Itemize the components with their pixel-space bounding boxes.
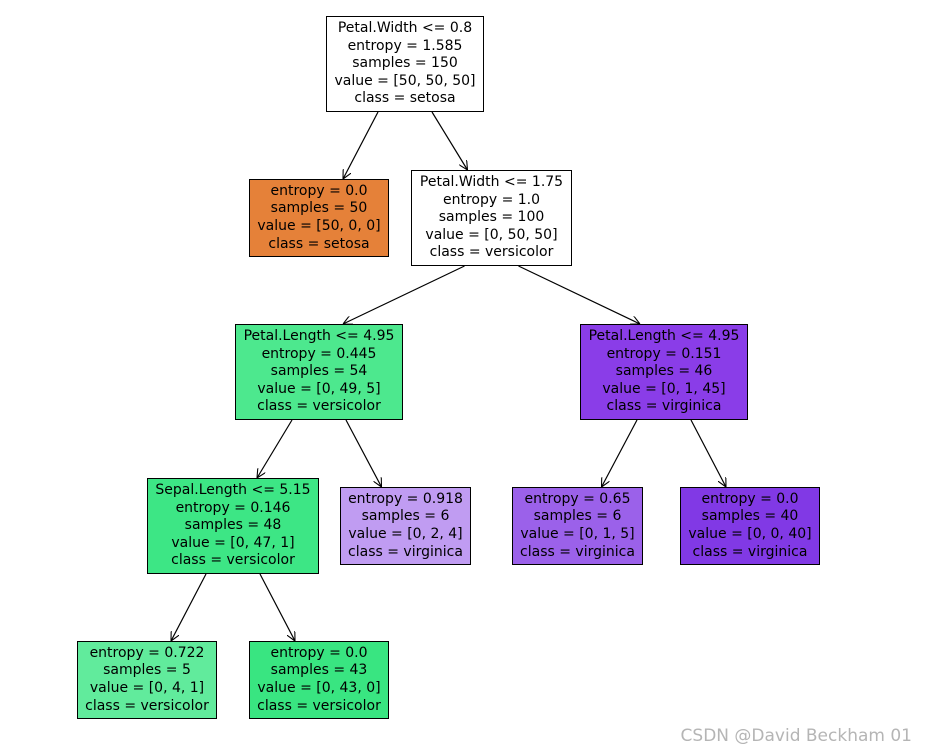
node-text-line: value = [0, 50, 50] [425,226,558,243]
node-text-line: entropy = 1.0 [442,191,541,208]
tree-edge [259,573,295,641]
node-text-line: entropy = 0.0 [701,490,799,507]
node-text-line: entropy = 0.918 [348,490,463,507]
tree-edge [343,111,379,179]
node-text-line: class = setosa [268,235,370,252]
node-text-line: class = versicolor [257,697,381,714]
node-text-line: value = [0, 2, 4] [348,526,463,542]
node-text-line: entropy = 0.0 [270,644,368,661]
node-text-line: class = virginica [348,543,463,560]
node-text-line: Sepal.Length <= 5.15 [155,482,311,499]
node-text-line: value = [0, 49, 5] [257,380,381,397]
tree-edge [171,573,207,641]
node-text-line: samples = 5 [103,662,191,679]
node-text-line: samples = 6 [361,508,450,525]
node-text-line: value = [0, 1, 5] [520,526,635,542]
node-text-line: value = [0, 0, 40] [688,526,812,542]
node-text-line: Petal.Length <= 4.95 [243,328,395,345]
node-text-line: Petal.Length <= 4.95 [588,328,740,345]
node-text-line: class = versicolor [85,697,209,714]
node-text-line: samples = 150 [352,55,458,72]
node-text-line: value = [0, 43, 0] [257,680,381,696]
node-text-line: entropy = 0.445 [261,345,377,362]
node-text-line: class = virginica [692,543,808,560]
node-text-line: value = [0, 4, 1] [89,680,205,696]
node-text-line: samples = 100 [438,209,545,226]
node-text-line: samples = 48 [184,517,282,534]
tree-edge [343,265,465,324]
node-text-line: samples = 6 [533,508,622,525]
node-text-line: class = virginica [606,398,722,415]
node-text-line: value = [50, 50, 50] [334,72,476,89]
node-text-line: class = versicolor [429,244,554,261]
node-text-line: entropy = 0.65 [524,490,631,507]
tree-edge [690,419,726,487]
node-text-line: entropy = 0.0 [270,182,368,199]
tree-edge [431,111,468,170]
node-text-line: entropy = 0.146 [175,499,291,516]
node-text-line: entropy = 0.151 [606,345,722,362]
tree-edge [257,419,293,478]
node-text-line: samples = 46 [615,363,713,380]
node-text-line: class = virginica [520,543,635,560]
node-text-line: class = versicolor [257,398,381,415]
tree-edge [602,419,638,487]
node-text-line: samples = 50 [270,200,368,217]
watermark: CSDN @David Beckham 01 [680,726,912,746]
node-text-line: samples = 43 [270,662,368,679]
node-text-line: samples = 54 [270,363,368,380]
node-text-line: value = [0, 1, 45] [602,380,726,397]
node-text-line: class = setosa [354,90,456,107]
tree-edge [345,419,382,487]
node-text-line: value = [0, 47, 1] [171,534,295,551]
node-text-line: class = versicolor [171,552,295,569]
node-text-line: value = [50, 0, 0] [257,218,381,234]
node-text-line: samples = 40 [701,508,799,525]
node-text-line: entropy = 0.722 [89,644,205,661]
node-text-line: entropy = 1.585 [347,37,463,54]
tree-edge [518,265,641,324]
node-text-line: Petal.Width <= 0.8 [337,20,473,37]
node-text-line: Petal.Width <= 1.75 [419,174,564,191]
